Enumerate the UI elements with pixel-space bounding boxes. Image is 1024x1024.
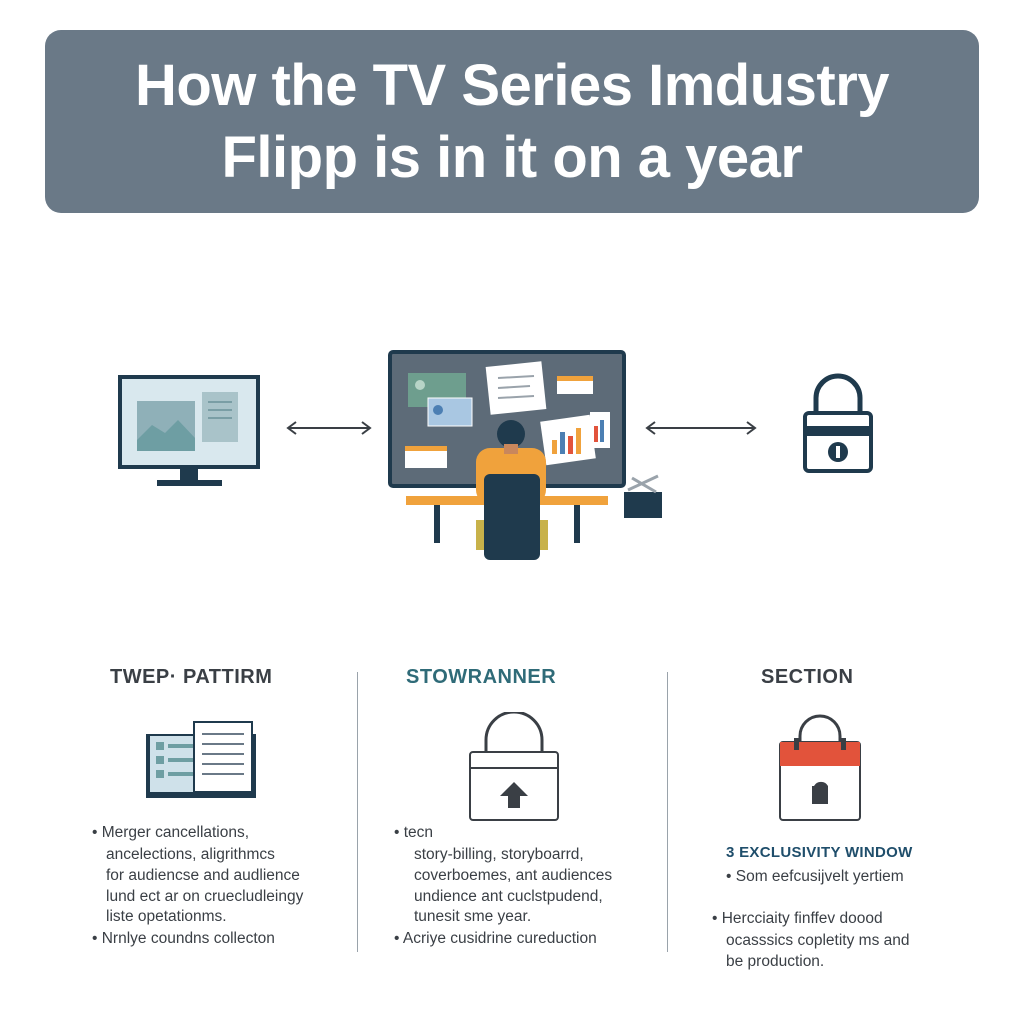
planning-board-icon bbox=[388, 350, 626, 488]
column-pattern: TWEP· PATTIRM • Merger cancellations, an… bbox=[0, 660, 357, 990]
list-item: • Hercciaity finffev doood bbox=[712, 910, 883, 927]
bullet-list: • Som eefcusijvelt yertiem • Hercciaity … bbox=[668, 660, 1024, 990]
column-section: SECTION 3 EXCLUSIVITY WINDOW • Som eefcu… bbox=[668, 660, 1024, 990]
bullet-list: • Merger cancellations, ancelections, al… bbox=[0, 660, 357, 990]
list-item: lund ect ar on cruecludleingy bbox=[106, 888, 304, 905]
title-line-1: How the TV Series Imdustry bbox=[134, 52, 890, 118]
list-item: ancelections, aligrithmcs bbox=[106, 846, 275, 863]
list-item: • Som eefcusijvelt yertiem bbox=[726, 868, 904, 885]
exclusivity-window-label: 3 EXCLUSIVITY WINDOW bbox=[726, 844, 913, 861]
list-item: story-billing, storyboarrd, bbox=[414, 846, 584, 863]
calendar-lock-icon bbox=[779, 714, 861, 821]
document-list-icon bbox=[146, 721, 256, 798]
title-banner: How the TV Series Imdustry Flipp is in i… bbox=[45, 30, 979, 213]
column-divider bbox=[357, 672, 358, 952]
list-item: • Acriye cusidrine cureduction bbox=[394, 930, 597, 947]
list-item: undience ant cuclstpudend, bbox=[414, 888, 603, 905]
double-arrow-icon bbox=[286, 421, 372, 435]
column-heading: TWEP· PATTIRM bbox=[110, 666, 273, 688]
column-heading: STOWRANNER bbox=[406, 666, 557, 688]
double-arrow-icon bbox=[645, 421, 757, 435]
list-item: • tecn bbox=[394, 824, 434, 841]
list-item: liste opetationms. bbox=[106, 908, 227, 925]
column-divider bbox=[667, 672, 668, 952]
list-item: coverboemes, ant audiences bbox=[414, 867, 613, 884]
list-item: be production. bbox=[726, 953, 825, 970]
hero-illustration bbox=[118, 350, 873, 560]
list-item: • Merger cancellations, bbox=[92, 824, 250, 841]
desktop-monitor-icon bbox=[118, 375, 260, 486]
padlock-icon bbox=[803, 373, 873, 473]
person-at-desk-icon bbox=[406, 420, 608, 560]
upload-lock-icon bbox=[469, 712, 559, 821]
list-item: tunesit sme year. bbox=[414, 908, 532, 925]
list-item: for audiencse and audlience bbox=[106, 867, 300, 884]
bullet-list: • tecn story-billing, storyboarrd, cover… bbox=[358, 660, 667, 990]
column-showrunner: STOWRANNER • tecn story-billing, storybo… bbox=[358, 660, 667, 990]
column-heading: SECTION bbox=[761, 666, 854, 688]
clapperboard-icon bbox=[624, 474, 662, 518]
title-line-2: Flipp is in it on a year bbox=[221, 124, 804, 190]
list-item: • Nrnlye coundns collecton bbox=[92, 930, 275, 947]
list-item: ocasssics copletity ms and bbox=[726, 932, 910, 949]
